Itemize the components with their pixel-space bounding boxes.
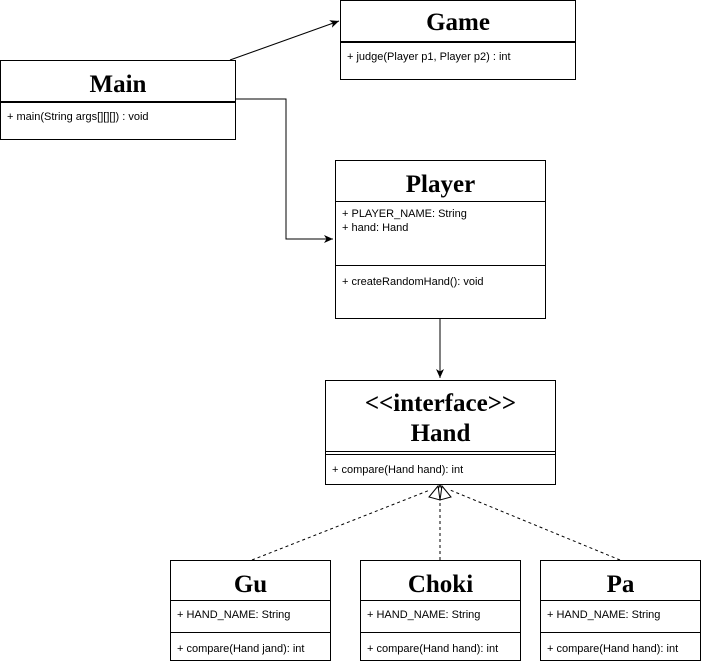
interface-hand-stereotype: <<interface>>	[364, 390, 517, 417]
class-main[interactable]: Main + main(String args[][][]) : void	[0, 60, 236, 140]
interface-hand-title: Hand	[410, 420, 471, 447]
class-pa-attribute: + HAND_NAME: String	[547, 609, 661, 621]
interface-hand-method: + compare(Hand hand): int	[332, 464, 464, 476]
class-choki[interactable]: Choki + HAND_NAME: String + compare(Hand…	[360, 560, 521, 661]
class-game-title: Game	[426, 9, 490, 36]
class-choki-attribute: + HAND_NAME: String	[367, 609, 481, 621]
class-player-attribute: + PLAYER_NAME: String	[342, 208, 467, 220]
edge-pa-hand	[449, 489, 621, 561]
class-gu-method: + compare(Hand jand): int	[177, 643, 305, 655]
class-main-method: + main(String args[][][]) : void	[7, 111, 149, 123]
interface-hand[interactable]: <<interface>> Hand + compare(Hand hand):…	[325, 380, 556, 485]
realization-arrowhead	[439, 484, 452, 501]
class-pa-title: Pa	[606, 571, 635, 598]
class-choki-method: + compare(Hand hand): int	[367, 643, 499, 655]
class-gu[interactable]: Gu + HAND_NAME: String + compare(Hand ja…	[170, 560, 331, 661]
class-main-title: Main	[89, 71, 147, 98]
class-pa-method: + compare(Hand hand): int	[547, 643, 679, 655]
edge-main-game	[229, 20, 340, 61]
class-player-title: Player	[405, 171, 476, 198]
class-choki-title: Choki	[407, 571, 474, 598]
class-game-method: + judge(Player p1, Player p2) : int	[347, 51, 511, 63]
class-player-method: + createRandomHand(): void	[342, 276, 484, 288]
class-pa[interactable]: Pa + HAND_NAME: String + compare(Hand ha…	[540, 560, 701, 661]
class-player-attribute: + hand: Hand	[342, 222, 409, 234]
class-gu-attribute: + HAND_NAME: String	[177, 609, 291, 621]
edge-main-player	[236, 98, 333, 243]
class-player[interactable]: Player + PLAYER_NAME: String + hand: Han…	[335, 160, 546, 319]
class-gu-title: Gu	[233, 571, 268, 598]
edge-gu-hand	[251, 489, 431, 561]
realization-arrowhead	[428, 484, 441, 501]
class-game[interactable]: Game + judge(Player p1, Player p2) : int	[340, 0, 576, 80]
